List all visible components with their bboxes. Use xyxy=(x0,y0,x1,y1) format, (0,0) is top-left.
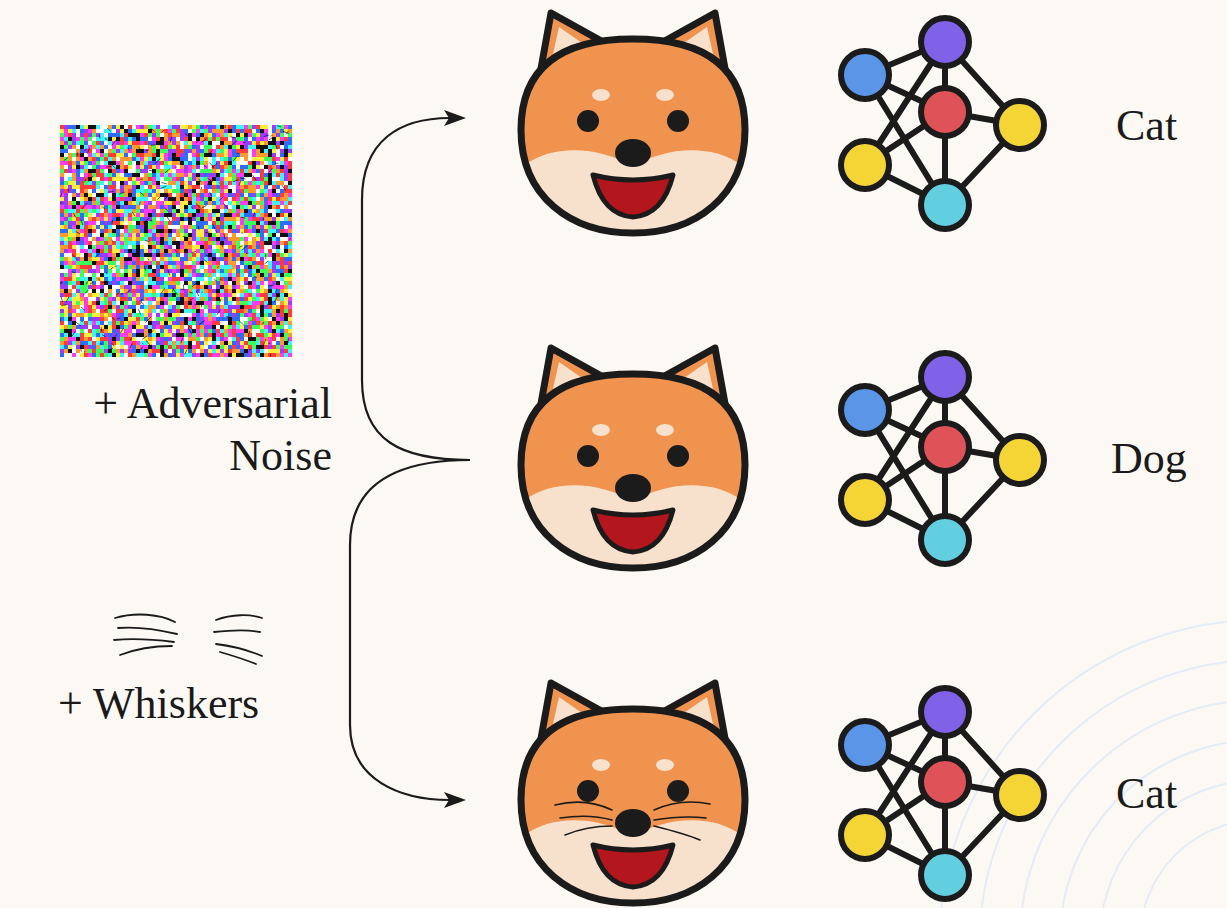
shiba-face xyxy=(521,683,745,903)
arrowhead xyxy=(444,110,466,126)
prediction-label: Cat xyxy=(1116,100,1177,152)
arrowhead xyxy=(444,792,466,808)
whiskers-icon xyxy=(114,615,262,664)
neural-network-icon xyxy=(841,353,1044,564)
perturbation-label: + Adversarial Noise xyxy=(12,378,332,482)
neural-network-icon xyxy=(841,688,1044,899)
prediction-label: Cat xyxy=(1116,768,1177,820)
shiba-face xyxy=(521,13,745,233)
prediction-label: Dog xyxy=(1111,433,1187,485)
neural-network-icon xyxy=(841,18,1044,229)
face-whiskers xyxy=(555,802,710,840)
background-arcs xyxy=(940,620,1227,908)
adversarial-noise-image xyxy=(60,125,292,357)
bracket-arrows xyxy=(350,118,470,800)
perturbation-label: + Whiskers xyxy=(58,678,259,730)
shiba-face xyxy=(521,348,745,568)
